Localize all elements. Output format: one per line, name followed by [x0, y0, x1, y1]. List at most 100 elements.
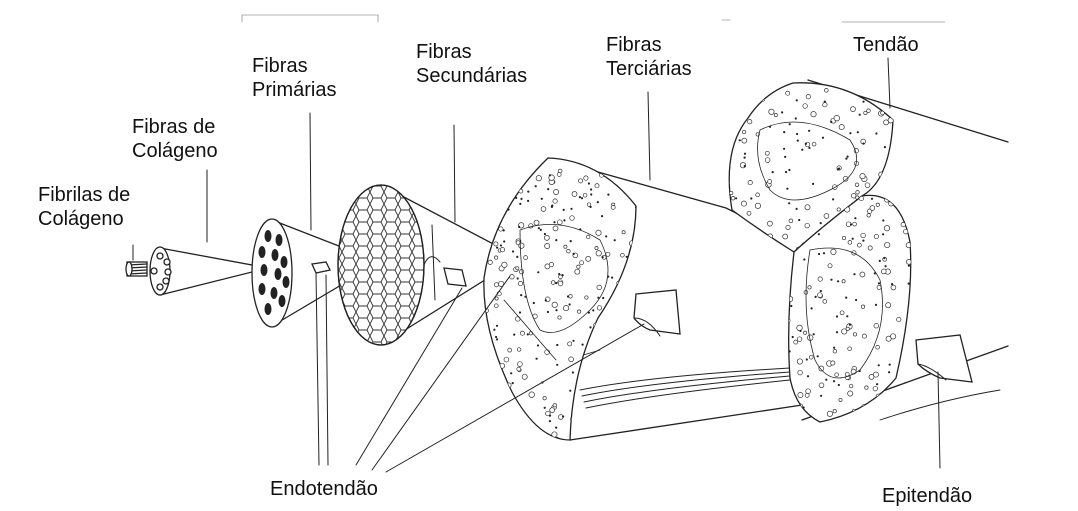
texture-circle [839, 398, 842, 401]
texture-circle [636, 336, 641, 341]
texture-circle [884, 226, 889, 231]
texture-circle [897, 394, 901, 398]
label-line: Fibras [252, 54, 336, 78]
texture-circle [585, 430, 590, 435]
texture-dot [497, 379, 499, 381]
texture-circle [731, 196, 735, 200]
texture-dot [891, 283, 893, 285]
texture-circle [886, 303, 891, 308]
texture-dot [772, 171, 774, 173]
texture-circle [870, 206, 875, 211]
texture-circle [516, 267, 519, 270]
texture-dot [784, 330, 786, 332]
texture-dot [602, 297, 604, 299]
texture-circle [502, 262, 507, 267]
texture-dot [553, 221, 555, 223]
texture-circle [593, 338, 597, 342]
texture-dot [555, 239, 557, 241]
texture-circle [522, 374, 527, 379]
texture-circle [596, 251, 601, 256]
texture-circle [557, 220, 562, 225]
texture-dot [832, 198, 834, 200]
texture-dot [789, 350, 791, 352]
texture-dot [607, 354, 609, 356]
texture-circle [494, 304, 498, 308]
texture-circle [823, 300, 827, 304]
texture-dot [567, 295, 569, 297]
texture-dot [818, 233, 820, 235]
texture-dot [750, 197, 752, 199]
texture-dot [892, 193, 894, 195]
texture-dot [811, 307, 813, 309]
texture-circle [502, 202, 505, 205]
texture-circle [741, 113, 746, 118]
texture-circle [803, 104, 808, 109]
texture-dot [836, 315, 838, 317]
texture-circle [876, 203, 879, 206]
texture-circle [833, 410, 836, 413]
texture-dot [516, 256, 518, 258]
texture-circle [748, 120, 752, 124]
texture-dot [744, 165, 746, 167]
texture-circle [741, 201, 746, 206]
texture-dot [540, 229, 542, 231]
texture-dot [786, 188, 788, 190]
texture-circle [790, 78, 794, 82]
texture-circle [818, 293, 823, 298]
texture-dot [808, 147, 810, 149]
texture-circle [856, 191, 860, 195]
texture-dot [627, 271, 629, 273]
texture-circle [904, 200, 909, 205]
texture-circle [805, 223, 810, 228]
label-line: Fibras [606, 33, 692, 57]
texture-circle [768, 180, 772, 184]
texture-circle [812, 142, 816, 146]
texture-dot [818, 253, 820, 255]
texture-circle [604, 354, 608, 358]
texture-dot [510, 372, 512, 374]
texture-circle [786, 269, 790, 273]
texture-circle [857, 243, 861, 247]
texture-dot [788, 169, 790, 171]
texture-circle [638, 159, 641, 162]
texture-dot [853, 273, 855, 275]
texture-dot [748, 106, 750, 108]
texture-circle [848, 391, 853, 396]
texture-dot [572, 340, 574, 342]
texture-dot [744, 157, 746, 159]
texture-circle [483, 207, 487, 211]
texture-circle [842, 422, 846, 426]
texture-dot [563, 219, 565, 221]
texture-dot [501, 159, 503, 161]
texture-dot [739, 81, 741, 83]
texture-dot [587, 156, 589, 158]
texture-dot [823, 252, 825, 254]
texture-dot [913, 191, 915, 193]
texture-circle [584, 176, 588, 180]
texture-circle [494, 283, 498, 287]
texture-circle [493, 174, 497, 178]
texture-circle [837, 208, 840, 211]
texture-dot [815, 296, 817, 298]
texture-dot [795, 117, 797, 119]
texture-dot [555, 427, 557, 429]
texture-dot [512, 250, 514, 252]
texture-circle [884, 120, 889, 125]
label-epitendao: Epitendão [882, 484, 972, 508]
texture-circle [727, 226, 731, 230]
texture-dot [590, 193, 592, 195]
texture-dot [497, 420, 499, 422]
texture-circle [828, 264, 832, 268]
texture-dot [492, 201, 494, 203]
texture-dot [857, 131, 859, 133]
texture-circle [588, 358, 591, 361]
texture-dot [547, 188, 549, 190]
texture-circle [892, 160, 895, 163]
texture-circle [518, 281, 522, 285]
texture-circle [504, 357, 509, 362]
texture-dot [786, 249, 788, 251]
texture-circle [519, 189, 523, 193]
texture-circle [774, 113, 777, 116]
texture-circle [528, 162, 533, 167]
texture-dot [611, 277, 613, 279]
